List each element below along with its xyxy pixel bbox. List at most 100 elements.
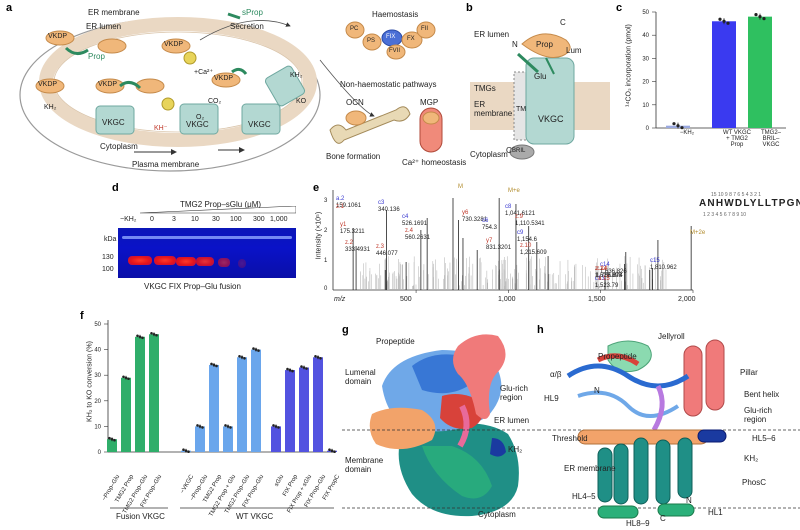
e-peak-label: c8: [505, 204, 512, 210]
f-point: [138, 335, 142, 339]
c-ytick-label: 10: [642, 103, 649, 109]
f-point: [277, 426, 280, 429]
a-ca-homeo: Ca²⁺ homeostasis: [402, 158, 467, 167]
panel-label-g: g: [342, 324, 349, 336]
e-ylabel: Intensity (×10⁵): [315, 211, 323, 260]
d-conc-1: 3: [172, 216, 176, 223]
b-glu: Glu: [534, 72, 547, 81]
a-kh: KH⁻: [154, 125, 168, 132]
panel-label-a: a: [6, 2, 13, 14]
c-point: [676, 124, 680, 128]
f-bar: [299, 367, 309, 452]
e-peak-value: 730.3281: [462, 217, 488, 223]
h-hl9: HL9: [544, 394, 559, 403]
f-point: [224, 424, 227, 427]
g-propeptide: Propeptide: [376, 337, 415, 346]
e-xtick-3: 2,000: [678, 296, 696, 303]
f-point: [302, 366, 306, 369]
b-er-lumen: ER lumen: [474, 30, 510, 39]
panel-a-schematic: [19, 12, 443, 172]
panel-b-schematic: [470, 33, 610, 160]
e-peak-value: 1,041.6121: [505, 211, 536, 217]
e-xtick-1: 1,000: [498, 296, 516, 303]
f-point: [182, 448, 185, 452]
c-point: [722, 19, 726, 23]
f-point: [257, 349, 260, 352]
e-peak-label: y1: [340, 222, 347, 228]
c-point: [680, 126, 684, 130]
a-non-haemo: Non-haemostatic pathways: [340, 80, 437, 89]
h-hl89: HL8–9: [626, 519, 650, 528]
f-point: [333, 450, 336, 454]
e-peak-label: c15: [650, 258, 660, 264]
f-point: [286, 367, 289, 371]
c-ytick-label: 40: [642, 33, 649, 39]
h-propeptide: Propeptide: [598, 352, 637, 361]
e-xtick-2: 1,500: [588, 296, 606, 303]
e-peak-label: c3: [378, 200, 385, 206]
f-point: [226, 425, 230, 428]
e-peak-value: 526.1691: [402, 221, 428, 227]
e-peak-value: 754.3: [482, 225, 498, 231]
h-threshold: Threshold: [552, 434, 588, 443]
h-hl1: HL1: [708, 508, 723, 517]
b-tm: TM: [516, 106, 527, 113]
f-point: [243, 356, 246, 360]
c-point: [718, 17, 722, 21]
h-pillar: Pillar: [740, 368, 758, 377]
f-point: [141, 336, 144, 340]
f-point: [254, 348, 258, 351]
f-bar: [237, 357, 247, 452]
panel-label-b: b: [466, 2, 473, 14]
c-ytick-label: 20: [642, 80, 649, 86]
h-phosc: PhosC: [742, 478, 767, 487]
e-sequence: ANHWDLYLLTPGNLYR: [699, 198, 800, 209]
e-ytick-1: 1: [324, 258, 328, 264]
c-cat-0: −KH₂: [679, 130, 695, 136]
f-bar: [313, 357, 323, 452]
f-point: [155, 333, 158, 337]
h-glu-rich: Glu-rich region: [744, 406, 773, 424]
f-point: [198, 425, 202, 428]
a-factor-fvii: FVII: [389, 48, 401, 54]
e-peak-label: y7: [486, 238, 493, 244]
f-point: [110, 437, 114, 441]
e-peak-label: c13: [595, 276, 605, 282]
a-o2: O₂: [196, 114, 205, 121]
g-glu-rich: Glu-rich region: [500, 384, 529, 402]
e-peak-value: 1,766.874: [596, 273, 623, 279]
e-peak-label: z.3: [376, 244, 385, 250]
f-point: [300, 365, 303, 368]
e-xlabel: m/z: [334, 296, 346, 303]
f-ytick-label: 50: [94, 322, 101, 328]
f-bar: [271, 426, 281, 452]
f-point: [122, 375, 125, 379]
a-factor-fii: FII: [421, 26, 428, 32]
f-point: [328, 448, 331, 452]
c-point: [758, 15, 762, 19]
e-peak-value: 831.3201: [486, 245, 512, 251]
e-peak-value: 1,523.79: [595, 283, 619, 289]
g-kh2: KH₂: [508, 445, 523, 454]
b-tmgs: TMGs: [474, 84, 496, 93]
e-peak-label: z.1: [336, 204, 345, 210]
a-co2: CO₂: [208, 98, 222, 105]
c-cat-2: TMG2–BRIL–VKGC: [760, 130, 781, 148]
f-bar: [195, 426, 205, 452]
f-point: [127, 377, 130, 381]
panel-e-spectrum: ANHWDLYLLTPGNLYR 15 10 9 8 7 6 5 4 3 2 1…: [332, 190, 800, 293]
e-peak-label: z.14: [596, 266, 608, 272]
h-er-membrane: ER membrane: [564, 464, 616, 473]
e-peak-label: z.9: [515, 214, 524, 220]
f-point: [316, 355, 320, 359]
e-peak-label: y6: [462, 210, 469, 216]
gel-image: [118, 228, 296, 278]
e-peak-value: 1,629.898: [595, 273, 622, 279]
d-gradient-wedge: [140, 206, 296, 214]
f-point: [291, 369, 294, 373]
h-hl45: HL4–5: [572, 492, 596, 501]
g-membrane: Membrane domain: [345, 456, 384, 474]
a-vkdp-1: VKDP: [48, 33, 68, 40]
e-peak-label: a.15: [598, 276, 610, 282]
a-ko: KO: [296, 98, 307, 105]
